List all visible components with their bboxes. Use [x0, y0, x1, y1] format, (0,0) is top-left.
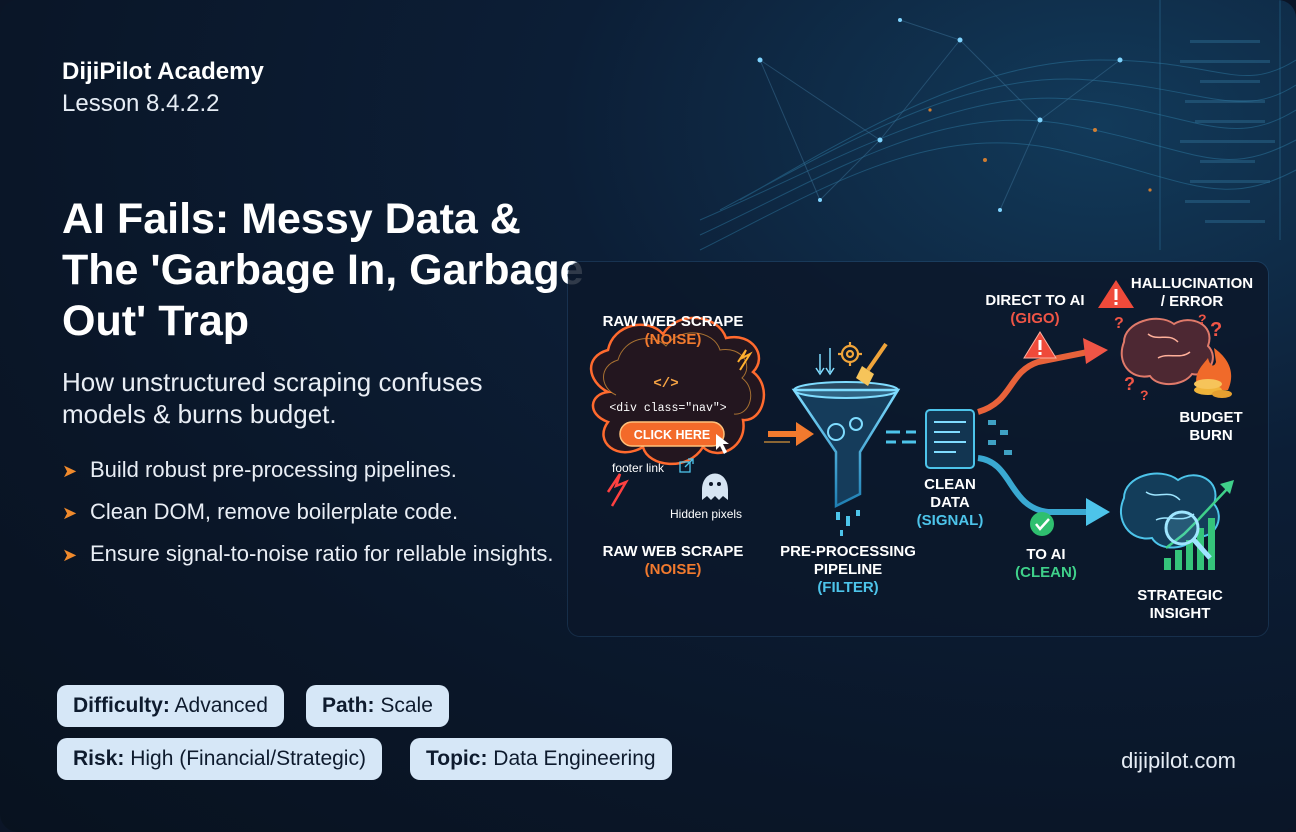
code-tag-text: </>: [653, 376, 678, 392]
label-title: PRE-PROCESSING: [780, 543, 916, 560]
svg-text:?: ?: [1124, 374, 1135, 394]
input-arrows: [815, 348, 835, 376]
label-title: BUDGET: [1179, 409, 1243, 426]
gigo-arrow: [977, 338, 1108, 415]
list-item: ➤ Clean DOM, remove boilerplate code.: [62, 497, 562, 526]
check-icon: [1030, 512, 1054, 536]
clean-data-document: [925, 409, 975, 469]
brush-icon: [856, 342, 888, 386]
label-title: PIPELINE: [813, 561, 883, 578]
label-sub: (CLEAN): [1015, 564, 1077, 581]
trend-arrow-icon: [1220, 480, 1234, 494]
brain-error-icon: [1120, 317, 1214, 385]
path-tag: Path: Scale: [306, 685, 449, 727]
clean-arrow: [977, 455, 1110, 526]
svg-text:?: ?: [1140, 387, 1149, 403]
tag-value: Advanced: [174, 694, 268, 717]
arrow-icon: ➤: [62, 461, 78, 481]
raw-scrape-label-top: RAW WEB SCRAPE (NOISE): [588, 313, 758, 349]
question-marks: ?? ?? ?: [1114, 311, 1222, 403]
label-title: TO AI: [1026, 546, 1066, 563]
cursor-icon: [716, 434, 729, 454]
svg-text:?: ?: [1114, 315, 1124, 332]
brand-name: DijiPilot Academy: [62, 58, 264, 85]
label-title: / ERROR: [1160, 293, 1224, 310]
tag-value: Data Engineering: [493, 747, 656, 770]
lesson-number: Lesson 8.4.2.2: [62, 90, 220, 117]
label-sub: (FILTER): [817, 579, 879, 596]
label-sub: (SIGNAL): [916, 512, 984, 529]
label-title: DIRECT TO AI: [985, 292, 1085, 309]
bullet-text: Clean DOM, remove boilerplate code.: [90, 499, 459, 524]
div-tag-text: <div class="nav">: [609, 402, 726, 415]
label-title: INSIGHT: [1149, 605, 1211, 622]
diagram-graphics: ?? ?? ?: [589, 280, 1234, 570]
lightning-icon: [737, 349, 753, 371]
svg-text:?: ?: [1198, 311, 1207, 327]
clean-data-label: CLEAN DATA (SIGNAL): [900, 476, 1000, 530]
label-title: RAW WEB SCRAPE: [602, 313, 744, 330]
tag-key: Path:: [322, 694, 375, 717]
page-subtitle: How unstructured scraping confuses model…: [62, 367, 483, 429]
site-link[interactable]: dijipilot.com: [1121, 748, 1236, 773]
bullet-text: Build robust pre-processing pipelines.: [90, 457, 457, 482]
warning-icon: [1098, 280, 1134, 308]
warning-icon: [1023, 331, 1057, 359]
tag-key: Risk:: [73, 747, 125, 770]
filtered-bits: [836, 510, 860, 536]
label-title: CLEAN: [924, 476, 976, 493]
direct-to-ai-label: DIRECT TO AI (GIGO): [970, 292, 1100, 328]
label-sub: (NOISE): [644, 561, 702, 578]
bullet-text: Ensure signal-to-noise ratio for rellabl…: [90, 541, 554, 566]
raw-scrape-label-bottom: RAW WEB SCRAPE (NOISE): [588, 543, 758, 579]
svg-text:?: ?: [1210, 319, 1222, 341]
ghost-icon: [702, 473, 728, 500]
difficulty-tag: Difficulty: Advanced: [57, 685, 284, 727]
fire-coins-icon: [1194, 348, 1232, 398]
brain-insight-icon: [1119, 472, 1220, 549]
label-sub: (GIGO): [1010, 310, 1060, 327]
to-ai-label: TO AI (CLEAN): [996, 546, 1096, 582]
circuit-traces: [988, 420, 1012, 455]
pipeline-label: PRE-PROCESSING PIPELINE (FILTER): [768, 543, 928, 597]
external-link-icon: [679, 458, 694, 473]
noise-arrow: [764, 422, 814, 446]
arrow-icon: ➤: [62, 503, 78, 523]
tag-key: Difficulty:: [73, 694, 170, 717]
list-item: ➤ Ensure signal-to-noise ratio for rellab…: [62, 539, 562, 568]
label-title: DATA: [930, 494, 970, 511]
arrow-icon: ➤: [62, 545, 78, 565]
label-sub: (NOISE): [644, 331, 702, 348]
label-title: BURN: [1189, 427, 1233, 444]
lightning-icon: [606, 473, 629, 507]
funnel-icon: [791, 381, 901, 509]
hidden-pixels-text: Hidden pixels: [670, 507, 742, 521]
tag-key: Topic:: [426, 747, 488, 770]
risk-tag: Risk: High (Financial/Strategic): [57, 738, 382, 780]
footer-link-text: footer link: [612, 461, 665, 475]
list-item: ➤ Build robust pre-processing pipelines.: [62, 455, 562, 484]
label-title: STRATEGIC: [1137, 587, 1223, 604]
signal-arrow: [886, 430, 916, 444]
bullet-list: ➤Build robust pre-processing pipelines. …: [62, 455, 562, 581]
strategic-insight-label: STRATEGIC INSIGHT: [1120, 587, 1240, 623]
topic-tag: Topic: Data Engineering: [410, 738, 672, 780]
label-title: RAW WEB SCRAPE: [602, 543, 744, 560]
hallucination-label: HALLUCINATION / ERROR: [1126, 275, 1258, 311]
page-title: AI Fails: Messy Data & The 'Garbage In, …: [62, 195, 584, 345]
gigo-diagram: ?? ?? ?: [568, 262, 1268, 636]
click-here-shape: [619, 421, 725, 447]
magnifier-icon: [1164, 510, 1212, 560]
tag-value: Scale: [380, 694, 433, 717]
click-here-text: CLICK HERE: [634, 428, 710, 442]
budget-burn-label: BUDGET BURN: [1166, 409, 1256, 445]
gear-icon: [838, 342, 862, 366]
label-title: HALLUCINATION: [1130, 275, 1254, 292]
tag-value: High (Financial/Strategic): [130, 747, 366, 770]
